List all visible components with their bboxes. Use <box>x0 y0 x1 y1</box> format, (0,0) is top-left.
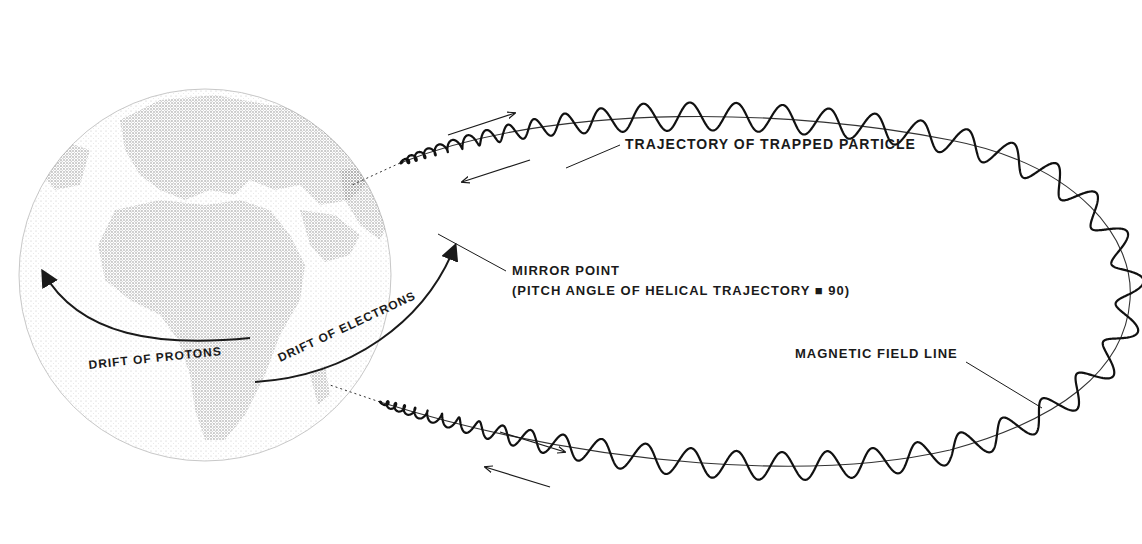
magnetic-field-line <box>380 116 1130 466</box>
drift-arrows <box>43 246 455 382</box>
electron-drift-arrow <box>255 246 455 382</box>
globe <box>19 89 395 461</box>
leader-lines <box>438 145 1042 408</box>
trajectory-label: TRAJECTORY OF TRAPPED PARTICLE <box>625 136 916 152</box>
mirror-point-label: MIRROR POINT <box>512 264 620 279</box>
bounce-arrows <box>448 113 565 487</box>
field-line-inner <box>330 163 400 402</box>
pitch-angle-note: (PITCH ANGLE OF HELICAL TRAJECTORY ■ 90) <box>512 284 850 299</box>
field-line-label: MAGNETIC FIELD LINE <box>795 347 958 362</box>
proton-drift-label: DRIFT OF PROTONS <box>88 345 222 373</box>
electron-drift-label: DRIFT OF ELECTRONS <box>276 289 418 365</box>
proton-drift-arrow <box>43 272 250 341</box>
helical-trajectory <box>380 102 1142 479</box>
